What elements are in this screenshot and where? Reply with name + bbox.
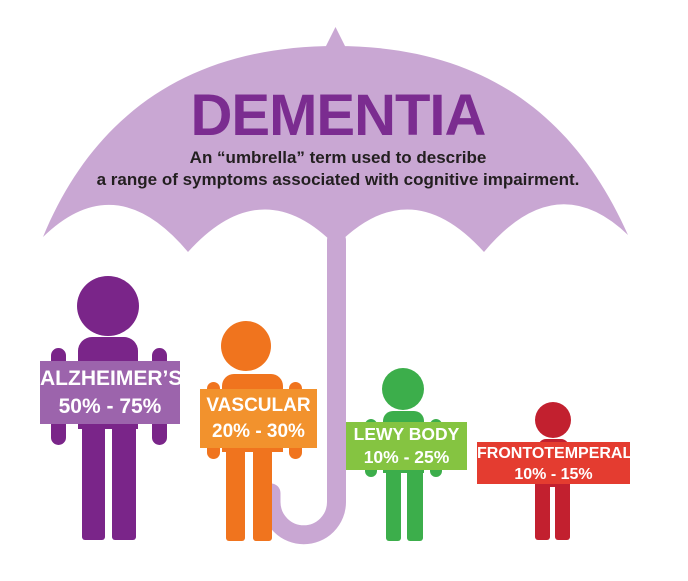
person-leg-right xyxy=(407,468,423,541)
sign-label: FRONTOTEMPERAL xyxy=(477,445,633,462)
umbrella-canopy xyxy=(43,27,628,252)
person-head xyxy=(382,368,424,410)
figure-alzheimers: ALZHEIMER’S 50% - 75% xyxy=(40,276,183,541)
person-leg-left xyxy=(82,421,105,540)
subtitle-line-2: a range of symptoms associated with cogn… xyxy=(96,170,580,189)
person-leg-left xyxy=(226,445,245,541)
sign-alzheimers: ALZHEIMER’S 50% - 75% xyxy=(40,361,183,424)
page-title: DEMENTIA xyxy=(190,83,487,148)
person-head xyxy=(77,276,139,336)
person-head xyxy=(221,321,271,371)
sign-range: 20% - 30% xyxy=(212,421,305,442)
sign-label: ALZHEIMER’S xyxy=(40,367,183,390)
subtitle-line-1: An “umbrella” term used to describe xyxy=(189,148,487,167)
sign-label: VASCULAR xyxy=(206,395,311,416)
sign-frontotemperal: FRONTOTEMPERAL 10% - 15% xyxy=(477,442,633,484)
sign-range: 50% - 75% xyxy=(58,395,162,418)
sign-lewy-body: LEWY BODY 10% - 25% xyxy=(346,422,467,470)
person-head xyxy=(535,402,571,438)
person-leg-left xyxy=(386,468,401,541)
sign-range: 10% - 15% xyxy=(514,466,593,483)
person-leg-right xyxy=(112,421,136,540)
person-leg-right xyxy=(253,445,272,541)
subtitle: An “umbrella” term used to describe a ra… xyxy=(0,147,676,191)
sign-vascular: VASCULAR 20% - 30% xyxy=(200,389,317,448)
figure-frontotemperal: FRONTOTEMPERAL 10% - 15% xyxy=(477,402,633,541)
sign-label: LEWY BODY xyxy=(353,424,460,444)
person-leg-left xyxy=(535,482,550,540)
sign-range: 10% - 25% xyxy=(363,447,450,467)
figure-lewy-body: LEWY BODY 10% - 25% xyxy=(346,368,467,541)
figure-vascular: VASCULAR 20% - 30% xyxy=(200,321,317,541)
person-leg-right xyxy=(555,482,570,540)
umbrella-handle xyxy=(261,230,346,545)
